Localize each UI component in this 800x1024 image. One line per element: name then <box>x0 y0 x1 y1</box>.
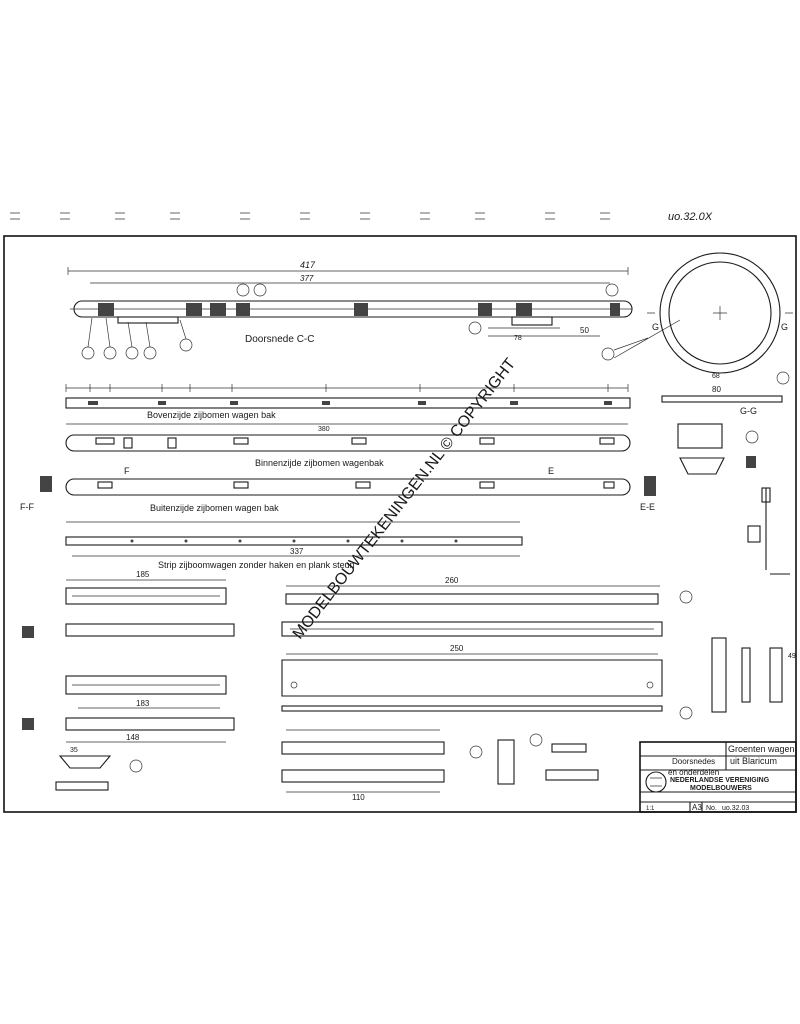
dim-78: 78 <box>514 335 522 342</box>
ring-view: G G 80 68 G-G <box>647 252 793 416</box>
org-line-2: MODELBOUWERS <box>690 785 752 792</box>
dim-337: 337 <box>290 547 304 556</box>
lower-left-parts: 185 183 148 35 <box>22 570 235 791</box>
section-cc-view: 417 377 50 78 Doorsnede C-C <box>67 260 681 361</box>
small-parts-right <box>677 423 790 575</box>
title-line-2: uit Blaricum <box>730 756 777 766</box>
dim-250: 250 <box>450 644 464 653</box>
dim-417: 417 <box>300 260 316 270</box>
dim-380: 380 <box>318 426 330 433</box>
dim-185: 185 <box>136 570 150 579</box>
outer-side-view: F E Buitenzijde zijbomen wagen bak F-F E… <box>20 466 656 513</box>
outer-side-label: Buitenzijde zijbomen wagen bak <box>150 503 279 513</box>
sheet-number: uo.32.0X <box>668 211 713 223</box>
section-mark-f: F <box>124 466 130 476</box>
strip-label: Strip zijboomwagen zonder haken en plank… <box>158 560 355 570</box>
registration-marks <box>10 212 610 220</box>
drawing-number: uo.32.03 <box>722 805 749 812</box>
title-block: Groenten wagen uit Blaricum Doorsnedes e… <box>639 741 797 813</box>
section-mark-g-right: G <box>781 322 788 332</box>
org-line-1: NEDERLANDSE VERENIGING <box>670 777 770 784</box>
strip-view: 337 Strip zijboomwagen zonder haken en p… <box>65 521 523 570</box>
subtitle-line-1: Doorsnedes <box>672 757 715 766</box>
number-label: No. <box>706 805 717 812</box>
inner-side-view: 380 Binnenzijde zijbomen wagenbak <box>65 423 631 468</box>
subtitle-line-2: en onderdelen <box>668 768 719 777</box>
sheet-border <box>3 235 797 813</box>
sheet-size: A3 <box>692 803 702 812</box>
scale-label: 1:1 <box>646 806 655 812</box>
section-mark-g-left: G <box>652 322 659 332</box>
section-ee-label: E-E <box>640 502 655 512</box>
dim-148: 148 <box>126 733 140 742</box>
dim-110: 110 <box>352 793 365 802</box>
section-cc-label: Doorsnede C-C <box>245 334 314 345</box>
section-mark-e: E <box>548 466 554 476</box>
section-gg-label: G-G <box>740 406 757 416</box>
dim-260: 260 <box>445 576 459 585</box>
title-line-1: Groenten wagen <box>728 744 795 754</box>
lower-middle-parts: 260 250 110 <box>281 576 693 802</box>
dim-50: 50 <box>580 326 589 335</box>
dim-35: 35 <box>70 747 78 754</box>
lower-right-parts: 49 <box>469 637 796 785</box>
top-side-view: Bovenzijde zijbomen wagen bak <box>65 384 631 420</box>
inner-side-label: Binnenzijde zijbomen wagenbak <box>255 458 384 468</box>
top-side-label: Bovenzijde zijbomen wagen bak <box>147 410 276 420</box>
dim-49: 49 <box>788 653 796 660</box>
dim-68: 68 <box>712 373 720 380</box>
dim-183: 183 <box>136 699 150 708</box>
dim-80: 80 <box>712 385 721 394</box>
dim-377: 377 <box>300 274 314 283</box>
section-ff-label: F-F <box>20 502 34 512</box>
